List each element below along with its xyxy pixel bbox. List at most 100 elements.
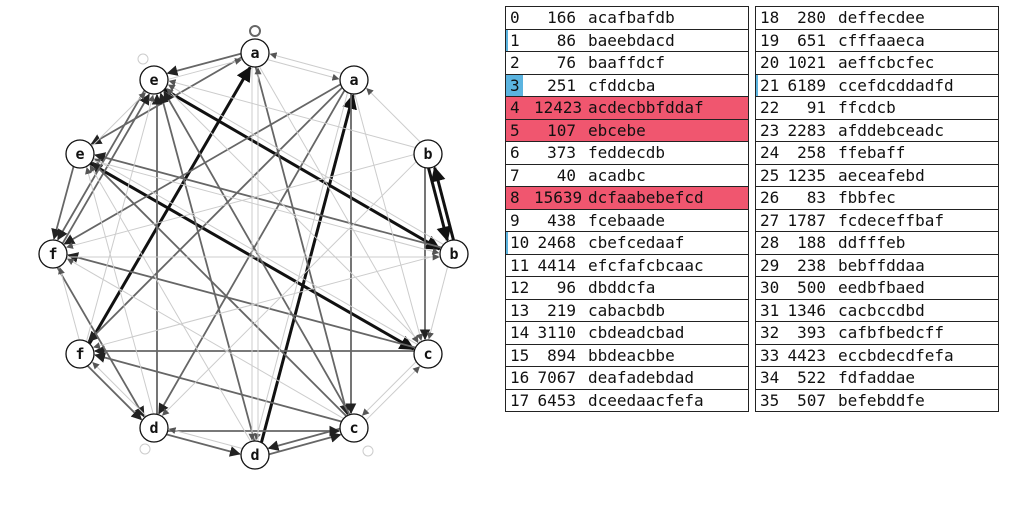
node-circle: [413, 339, 443, 369]
edge-2-9: [66, 154, 414, 249]
row-id: 1: [510, 30, 520, 50]
node-label: c: [349, 419, 358, 437]
row-id: 9: [510, 210, 520, 230]
node-label: a: [250, 44, 259, 62]
row-sequence: cacbccdbd: [838, 300, 925, 320]
row-bar: [506, 74, 523, 96]
row-id: 29: [760, 255, 780, 275]
edge-9-11: [61, 93, 150, 244]
row-bar: [506, 232, 508, 254]
row-id: 35: [760, 390, 780, 410]
edge-7-6: [166, 433, 241, 457]
node-label: f: [48, 245, 57, 263]
row-id: 15: [510, 345, 530, 365]
graph-node-3: b: [439, 239, 469, 269]
graph-node-2: b: [413, 139, 443, 169]
edge-0-11: [166, 52, 241, 76]
edge-7-10: [85, 167, 154, 414]
row-count: 438: [547, 210, 576, 230]
row-count: 6189: [787, 75, 826, 95]
graph-edges: [51, 25, 455, 457]
row-count: 251: [547, 75, 576, 95]
edge-6-5: [269, 432, 342, 456]
table-cell: 18 280 deffecdee: [755, 6, 999, 30]
edge-2-1: [366, 88, 421, 143]
graph-node-9: f: [38, 239, 68, 269]
edge-10-11: [91, 92, 146, 147]
edge-6-1: [260, 93, 357, 443]
edge-0-5: [254, 67, 351, 416]
row-id: 2: [510, 53, 520, 73]
row-sequence: cabacbdb: [588, 300, 666, 320]
row-id: 24: [760, 143, 780, 163]
self-loop-7: [139, 443, 151, 455]
row-sequence: deffecdee: [838, 8, 925, 28]
row-count: 166: [547, 8, 576, 28]
graph-node-6: d: [240, 440, 270, 470]
edge-5-8: [94, 352, 342, 423]
edge-3-8: [93, 254, 440, 349]
row-sequence: afddebceadc: [838, 120, 944, 140]
graph-node-8: f: [65, 339, 95, 369]
row-count: 894: [547, 345, 576, 365]
row-id: 17: [510, 390, 530, 410]
row-id: 12: [510, 278, 530, 298]
edge-11-3: [163, 88, 441, 251]
node-label: c: [423, 345, 432, 363]
row-id: 19: [760, 30, 780, 50]
row-id: 22: [760, 98, 780, 118]
node-label: b: [449, 245, 458, 263]
node-label: d: [250, 446, 259, 464]
graph-node-4: c: [413, 339, 443, 369]
row-count: 280: [797, 8, 826, 28]
row-id: 32: [760, 323, 780, 343]
edge-9-7: [56, 267, 145, 418]
edge-8-9: [58, 267, 80, 340]
node-label: f: [75, 345, 84, 363]
row-count: 15639: [534, 188, 583, 208]
row-sequence: ebcebe: [588, 120, 646, 140]
row-id: 16: [510, 368, 530, 388]
row-id: 5: [510, 120, 520, 140]
row-count: 373: [547, 143, 576, 163]
row-id: 18: [760, 8, 780, 28]
row-sequence: eccbdecdfefa: [838, 345, 954, 365]
row-count: 522: [797, 368, 826, 388]
row-sequence: ffebaff: [838, 143, 906, 163]
row-id: 13: [510, 300, 530, 320]
graph-node-5: c: [339, 413, 369, 443]
graph-node-7: d: [139, 413, 169, 443]
edge-5-4: [365, 366, 420, 421]
edge-4-5: [362, 361, 417, 416]
edge-6-10: [89, 164, 252, 442]
row-count: 12423: [534, 98, 583, 118]
row-sequence: cbdeadcbad: [588, 323, 685, 343]
row-id: 3: [510, 75, 520, 95]
row-id: 23: [760, 120, 780, 140]
node-circle: [38, 239, 68, 269]
row-bar: [506, 29, 508, 51]
row-sequence: aeffcbcfec: [838, 53, 935, 73]
row-count: 7067: [537, 368, 576, 388]
